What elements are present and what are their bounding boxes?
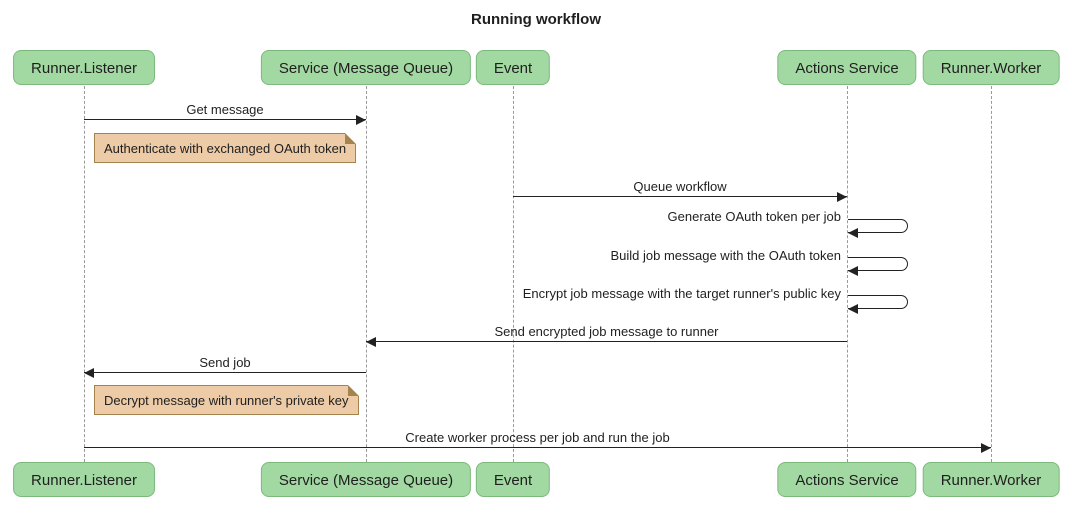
participant-runner-worker-top: Runner.Worker <box>922 50 1060 85</box>
lifeline-runner-worker <box>991 86 992 462</box>
message-send-encrypted-job-message: Send encrypted job message to runner <box>366 324 847 347</box>
lifeline-runner-listener <box>84 86 85 462</box>
arrowhead-right-icon <box>356 115 366 125</box>
participant-runner-listener-bottom: Runner.Listener <box>13 462 155 497</box>
note-text: Decrypt message with runner's private ke… <box>104 393 349 408</box>
message-arrow <box>84 368 366 378</box>
arrowhead-left-icon <box>84 368 94 378</box>
message-label: Get message <box>186 102 264 117</box>
message-create-worker-process: Create worker process per job and run th… <box>84 430 991 453</box>
message-arrow <box>84 443 991 453</box>
message-arrow <box>84 115 366 125</box>
note-fold-icon <box>347 385 359 396</box>
message-label: Send encrypted job message to runner <box>494 324 719 339</box>
message-queue-workflow: Queue workflow <box>513 179 847 202</box>
note-authenticate-oauth: Authenticate with exchanged OAuth token <box>94 133 357 163</box>
participant-event-top: Event <box>475 50 551 85</box>
participant-service-message-queue-bottom: Service (Message Queue) <box>260 462 472 497</box>
message-label: Queue workflow <box>633 179 727 194</box>
self-message-loop <box>848 295 908 314</box>
arrowhead-right-icon <box>981 443 991 453</box>
self-message-label: Build job message with the OAuth token <box>610 248 841 263</box>
arrowhead-left-icon <box>366 337 376 347</box>
participant-actions-service-top: Actions Service <box>777 50 917 85</box>
arrowhead-left-icon <box>848 266 858 276</box>
lifeline-actions-service <box>847 86 848 462</box>
note-decrypt-private-key: Decrypt message with runner's private ke… <box>94 385 359 415</box>
message-label: Send job <box>199 355 251 370</box>
participant-runner-worker-bottom: Runner.Worker <box>922 462 1060 497</box>
self-message-loop <box>848 257 908 276</box>
participant-service-message-queue-top: Service (Message Queue) <box>260 50 472 85</box>
arrowhead-left-icon <box>848 228 858 238</box>
message-get-message: Get message <box>84 102 366 125</box>
message-send-job: Send job <box>84 355 366 378</box>
participant-actions-service-bottom: Actions Service <box>777 462 917 497</box>
lifeline-service-message-queue <box>366 86 367 462</box>
self-message-label: Encrypt job message with the target runn… <box>522 286 841 301</box>
note-fold-icon <box>345 133 357 144</box>
participant-event-bottom: Event <box>475 462 551 497</box>
note-text: Authenticate with exchanged OAuth token <box>104 141 347 156</box>
arrowhead-right-icon <box>837 192 847 202</box>
message-label: Create worker process per job and run th… <box>405 430 670 445</box>
participant-runner-listener-top: Runner.Listener <box>13 50 155 85</box>
message-arrow <box>366 337 847 347</box>
self-message-label: Generate OAuth token per job <box>667 209 841 224</box>
arrowhead-left-icon <box>848 304 858 314</box>
diagram-title: Running workflow <box>471 11 601 28</box>
self-message-loop <box>848 219 908 238</box>
message-arrow <box>513 192 847 202</box>
lifeline-event <box>513 86 514 462</box>
